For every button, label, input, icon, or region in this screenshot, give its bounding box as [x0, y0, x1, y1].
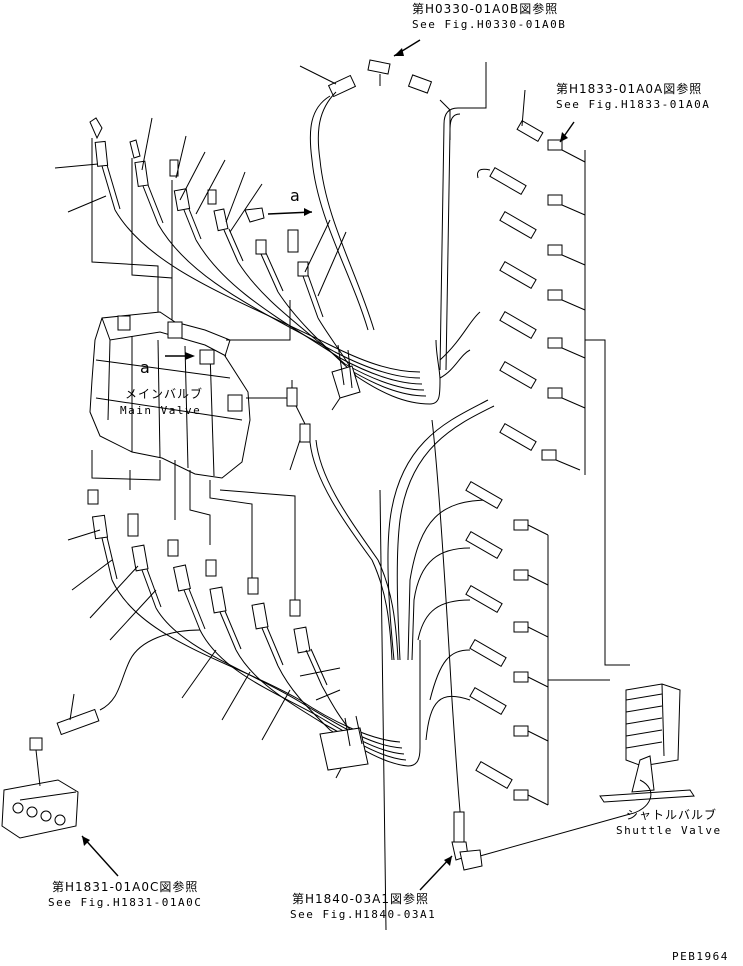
- ref-top-right-en: See Fig.H1833-01A0A: [556, 98, 711, 111]
- lower-bundle: [111, 579, 421, 771]
- ref-top-center-jp: 第H0330-01A0B図参照: [412, 2, 559, 16]
- right-column-hoses: [387, 89, 630, 666]
- bottom-left-block: [1, 629, 201, 877]
- upper-left-hoses: [54, 117, 347, 319]
- upper-bundle: [114, 209, 441, 411]
- view-mark-upper: a: [290, 186, 300, 205]
- main-valve-body: [89, 311, 251, 479]
- shuttle-valve-body: [479, 683, 695, 857]
- view-mark-inner: a: [140, 358, 150, 377]
- valve-connection-lines: [91, 138, 311, 443]
- ref-top-right-jp: 第H1833-01A0A図参照: [556, 82, 703, 96]
- bottom-center-fitting: [419, 811, 483, 891]
- ref-top-center-en: See Fig.H0330-01A0B: [412, 18, 567, 31]
- drawing-code: PEB1964: [672, 950, 729, 963]
- lower-left-hoses: [67, 439, 357, 779]
- top-center-fitting: [299, 39, 487, 371]
- main-valve-label-en: Main Valve: [120, 404, 202, 417]
- ref-bottom-left-jp: 第H1831-01A0C図参照: [52, 880, 199, 894]
- right-lower-hoses: [309, 419, 610, 931]
- ref-bottom-center-en: See Fig.H1840-03A1: [290, 908, 437, 921]
- shuttle-valve-label-en: Shuttle Valve: [616, 824, 722, 837]
- view-a-arrow: [267, 208, 313, 216]
- main-valve-label-jp: メインバルブ: [125, 387, 204, 401]
- shuttle-valve-label-jp: シャトルバルブ: [626, 808, 718, 822]
- ref-bottom-left-en: See Fig.H1831-01A0C: [48, 896, 203, 909]
- ref-bottom-center-jp: 第H1840-03A1図参照: [292, 892, 430, 906]
